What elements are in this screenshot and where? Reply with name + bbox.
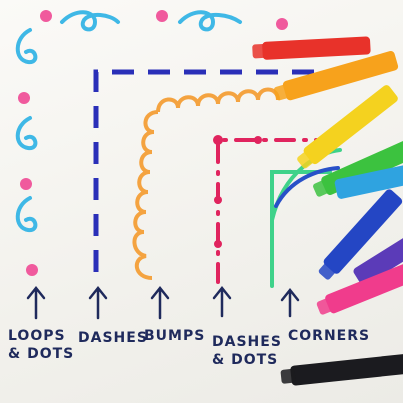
label-corners: CORNERS [288,328,370,344]
dot [18,92,30,104]
label-dashdots: DASHES [212,334,282,350]
dot [156,10,168,22]
dot [276,18,288,30]
dashes-line [93,69,370,272]
bumps-top [156,87,280,113]
red-marker [252,36,371,60]
loops-and-dots-border [15,10,242,233]
purple-marker [353,229,403,286]
up-arrow-icon [26,285,46,320]
dashes-and-dots-border [213,135,320,284]
label-dashdots-2: & DOTS [212,352,278,368]
dashdots-line [216,138,320,284]
dot [214,240,222,248]
markers-pile [252,36,403,386]
dot [213,135,223,145]
dot [20,178,32,190]
label-loops: LOOPS [8,328,66,344]
loop-left-2 [15,116,38,151]
label-dashes: DASHES [78,330,148,346]
labels: LOOPS & DOTS DASHES BUMPS DASHES & DOTS … [8,328,370,368]
label-bumps: BUMPS [144,328,205,344]
loop-left-1 [15,28,38,65]
up-arrow-icon [150,285,170,320]
pink-marker [316,259,403,315]
bumps-left [132,110,159,280]
up-arrow-icon [88,285,108,320]
corner-blue-arc [274,166,340,208]
orange-marker [273,50,399,101]
label-loops-2: & DOTS [8,346,74,362]
yellow-marker [297,85,398,169]
loop-left-3 [15,196,38,233]
corner-green-line [270,170,332,288]
dot [40,10,52,22]
bumps-border [132,87,280,280]
dot [214,196,222,204]
dot [254,136,262,144]
pink-dots [18,10,288,276]
loop-top-2 [178,10,242,32]
arrows [26,285,300,320]
black-marker [280,353,403,386]
dashes-border [93,69,370,272]
up-arrow-icon [280,287,300,318]
up-arrow-icon [212,285,232,318]
dot [26,264,38,276]
loop-top-1 [60,10,120,32]
blue-marker [318,189,403,280]
